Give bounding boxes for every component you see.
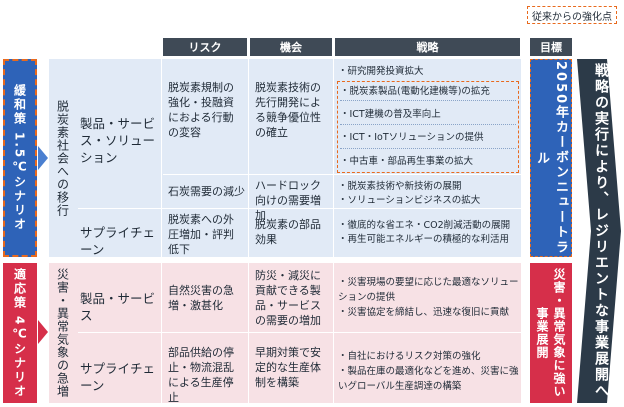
transition-supply-category: サプライチェーン — [80, 224, 160, 258]
divider — [78, 332, 521, 333]
transition-supply-opportunity: 脱炭素の部品効果 — [255, 217, 331, 247]
transition-products-opportunity2: ハードロック向けの需要増加 — [255, 178, 331, 223]
strategy-text: ・研究開発投資拡大 — [338, 66, 424, 77]
strategy-item: ・災害現場の要望に応じた最適なソリューションの提供 — [338, 275, 520, 305]
strategy-item: ・ソリューションビジネスの拡大 — [338, 193, 518, 208]
header-opportunity-label: 機会 — [280, 41, 302, 54]
strategy-text: ・再生可能エネルギーの積極的な利活用 — [338, 234, 510, 245]
risk-text: 石炭需要の減少 — [168, 185, 245, 198]
strategy-item: ・ICT・IoTソリューションの提供 — [340, 130, 518, 145]
strategy-text: ・中古車・部品再生事業の拡大 — [340, 156, 474, 167]
header-risk: リスク — [163, 38, 247, 56]
risk-text: 自然災害の急増・激甚化 — [168, 284, 234, 312]
goal-text: 災害・異常気象に強い事業展開 — [535, 268, 566, 398]
header-strategy: 戦略 — [335, 38, 520, 56]
strategy-item: ・中古車・部品再生事業の拡大 — [340, 154, 518, 169]
divider — [161, 59, 162, 403]
header-goal-label: 目標 — [540, 41, 562, 54]
divider — [78, 208, 521, 209]
disaster-label-text: 災害・異常気象の急増 — [55, 268, 70, 398]
conclusion-text: 戦略の実行により、レジリエントな事業展開へ — [582, 59, 620, 403]
disaster-products-risk: 自然災害の急増・激甚化 — [168, 283, 244, 313]
disaster-supply-category: サプライチェーン — [80, 360, 160, 394]
opportunity-text: ハードロック向けの需要増加 — [255, 179, 321, 222]
scenario-4-box: 4℃シナリオ 適応策 — [3, 263, 37, 403]
strategy-item: ・自社におけるリスク対策の強化 — [338, 349, 520, 364]
divider — [248, 59, 249, 403]
divider — [340, 124, 516, 125]
conclusion-label: 戦略の実行により、レジリエントな事業展開へ — [593, 63, 609, 399]
category-text: サプライチェーン — [80, 361, 156, 393]
risk-text: 脱炭素規制の強化・投融資におよる行動の変容 — [168, 81, 234, 139]
strategy-item: ・徹底的な省エネ・CO2削減活動の展開 — [338, 218, 520, 233]
disaster-supply-opportunity: 早期対策で安定的な生産体制を構築 — [255, 345, 331, 390]
strategy-text: ・ICT・IoTソリューションの提供 — [340, 132, 484, 143]
strategy-item: ・脱炭素製品(電動化建機等)の拡充 — [340, 84, 518, 99]
strategy-item: ・製品在庫の最適化などを進め、災害に強いグローバル生産調達の構築 — [338, 364, 520, 394]
enhancement-legend: 従来からの強化点 — [527, 6, 617, 24]
strategy-text: ・ソリューションビジネスの拡大 — [338, 195, 481, 206]
header-risk-label: リスク — [188, 41, 222, 54]
category-text: 製品・サービス・ソリューション — [80, 116, 156, 165]
arrow-shape — [577, 59, 621, 403]
strategy-text: ・自社におけるリスク対策の強化 — [338, 351, 481, 362]
opportunity-text: 防災・減災に貢献できる製品・サービスの需要の増加 — [255, 269, 321, 327]
transition-products-risk: 脱炭素規制の強化・投融資におよる行動の変容 — [168, 80, 244, 140]
goal-resilient: 災害・異常気象に強い事業展開 — [530, 263, 572, 403]
strategy-text: ・災害協定を締結し、迅速な復旧に貢献 — [338, 307, 510, 318]
risk-text: 脱炭素への外圧増加・評判低下 — [168, 213, 234, 256]
risk-text: 部品供給の停止・物流混乱による生産停止 — [168, 346, 234, 404]
transition-supply-risk: 脱炭素への外圧増加・評判低下 — [168, 212, 244, 257]
divider — [163, 174, 521, 175]
scenario-15-box: 1.5℃シナリオ 緩和策 — [3, 59, 37, 257]
strategy-item: ・再生可能エネルギーの積極的な利活用 — [338, 232, 520, 247]
strategy-item: ・ICT建機の普及率向上 — [340, 107, 518, 122]
transition-label-text: 脱炭素社会への移行 — [55, 99, 70, 217]
strategy-text: ・脱炭素技術や新技術の展開 — [338, 181, 462, 192]
transition-products-category: 製品・サービス・ソリューション — [80, 115, 160, 166]
scenario-4-subtitle: 適応策 — [12, 267, 27, 310]
strategy-item: ・脱炭素技術や新技術の展開 — [338, 179, 518, 194]
opportunity-text: 早期対策で安定的な生産体制を構築 — [255, 346, 321, 389]
category-text: サプライチェーン — [80, 225, 156, 257]
strategy-item: ・研究開発投資拡大 — [338, 64, 518, 79]
disaster-products-category: 製品・サービス — [80, 290, 160, 324]
strategy-text: ・ICT建機の普及率向上 — [340, 109, 441, 120]
opportunity-text: 脱炭素技術の先行開発による競争優位性の確立 — [255, 81, 321, 139]
category-text: 製品・サービス — [80, 291, 156, 323]
scenario-15-title: 1.5℃シナリオ — [12, 132, 27, 232]
transition-label: 脱炭素社会への移行 — [50, 59, 76, 257]
goal-carbon-neutral: 2050年カーボンニュートラル — [530, 59, 572, 257]
scenario-15-subtitle: 緩和策 — [12, 84, 27, 127]
scenario-4-title: 4℃シナリオ — [12, 315, 27, 399]
header-goal: 目標 — [530, 38, 572, 56]
header-opportunity: 機会 — [250, 38, 332, 56]
disaster-products-opportunity: 防災・減災に貢献できる製品・サービスの需要の増加 — [255, 268, 331, 328]
transition-products-opportunity: 脱炭素技術の先行開発による競争優位性の確立 — [255, 80, 331, 140]
scenario-15-arrow — [38, 146, 48, 170]
divider — [333, 59, 334, 403]
strategy-item: ・災害協定を締結し、迅速な復旧に貢献 — [338, 305, 520, 320]
transition-panel — [49, 59, 521, 257]
disaster-panel — [49, 263, 521, 403]
scenario-4-arrow — [38, 320, 48, 344]
goal-text: 2050年カーボンニュートラル — [534, 60, 568, 256]
header-strategy-label: 戦略 — [416, 41, 439, 54]
strategy-text: ・災害現場の要望に応じた最適なソリューションの提供 — [338, 277, 519, 303]
divider — [340, 100, 516, 101]
enhanced-strategy-box — [337, 81, 519, 173]
strategy-text: ・脱炭素製品(電動化建機等)の拡充 — [340, 86, 490, 97]
disaster-supply-risk: 部品供給の停止・物流混乱による生産停止 — [168, 345, 244, 405]
divider — [340, 148, 516, 149]
strategy-text: ・製品在庫の最適化などを進め、災害に強いグローバル生産調達の構築 — [338, 366, 519, 392]
disaster-label: 災害・異常気象の急増 — [50, 263, 76, 403]
transition-products-risk2: 石炭需要の減少 — [168, 184, 246, 199]
legend-label: 従来からの強化点 — [532, 11, 612, 23]
opportunity-text: 脱炭素の部品効果 — [255, 218, 321, 246]
strategy-text: ・徹底的な省エネ・CO2削減活動の展開 — [338, 220, 511, 231]
conclusion-arrow — [577, 59, 621, 403]
